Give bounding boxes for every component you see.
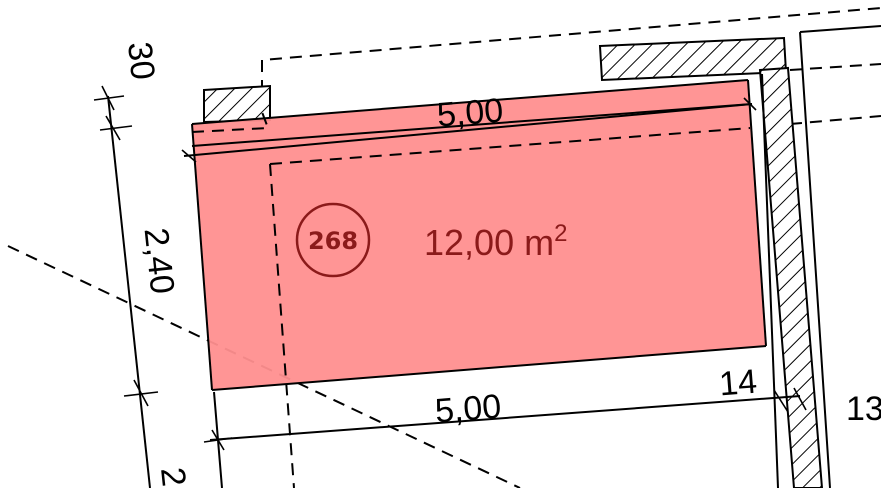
- bottom-tick-mid: [773, 389, 789, 413]
- dim-right-small: 14: [718, 363, 759, 404]
- dim-left-main: 2,40: [137, 226, 182, 296]
- left-tick-2: [99, 115, 133, 141]
- adjacent-room-outline: [799, 25, 881, 488]
- wall-right-vertical: [758, 66, 824, 488]
- room-268-area: [192, 80, 766, 390]
- room-area-value: 12,00 m: [424, 222, 554, 263]
- room-area-label: 12,00 m2: [424, 220, 567, 263]
- top-tick-left: [181, 149, 197, 163]
- room-right-line: [747, 79, 767, 347]
- upper-dashed-line-2: [789, 63, 881, 71]
- upper-dashed-line-3: [789, 115, 881, 125]
- left-tick-1: [93, 85, 125, 111]
- wall-top-right: [598, 36, 788, 82]
- wall-left-stub: [203, 84, 271, 124]
- dim-left-upper: 30: [120, 40, 162, 82]
- bottom-tick-left: [203, 429, 233, 451]
- top-dimension-line: [183, 103, 753, 157]
- room-top-line: [191, 79, 749, 125]
- bottom-dimension-line: [209, 395, 801, 441]
- bottom-tick-right: [793, 387, 807, 411]
- room-bottom-line: [211, 345, 767, 391]
- room-id-circle: [295, 202, 371, 278]
- top-tick-right: [743, 97, 757, 111]
- dim-left-lower-partial: 2: [153, 465, 193, 488]
- dim-top-width: 5,00: [436, 91, 505, 134]
- room-left-line: [191, 123, 213, 391]
- room-right-inner-line: [761, 73, 779, 488]
- left-dimension-line: [107, 95, 151, 488]
- dim-right-partial: 13: [846, 390, 881, 428]
- room-id: 268: [308, 227, 358, 255]
- dim-bottom-width: 5,00: [434, 387, 503, 430]
- upper-dashed-outline: [261, 7, 881, 112]
- left-tick-3: [123, 379, 159, 407]
- room-inner-top-line: [191, 103, 753, 147]
- room-area-unit-exponent: 2: [554, 220, 567, 247]
